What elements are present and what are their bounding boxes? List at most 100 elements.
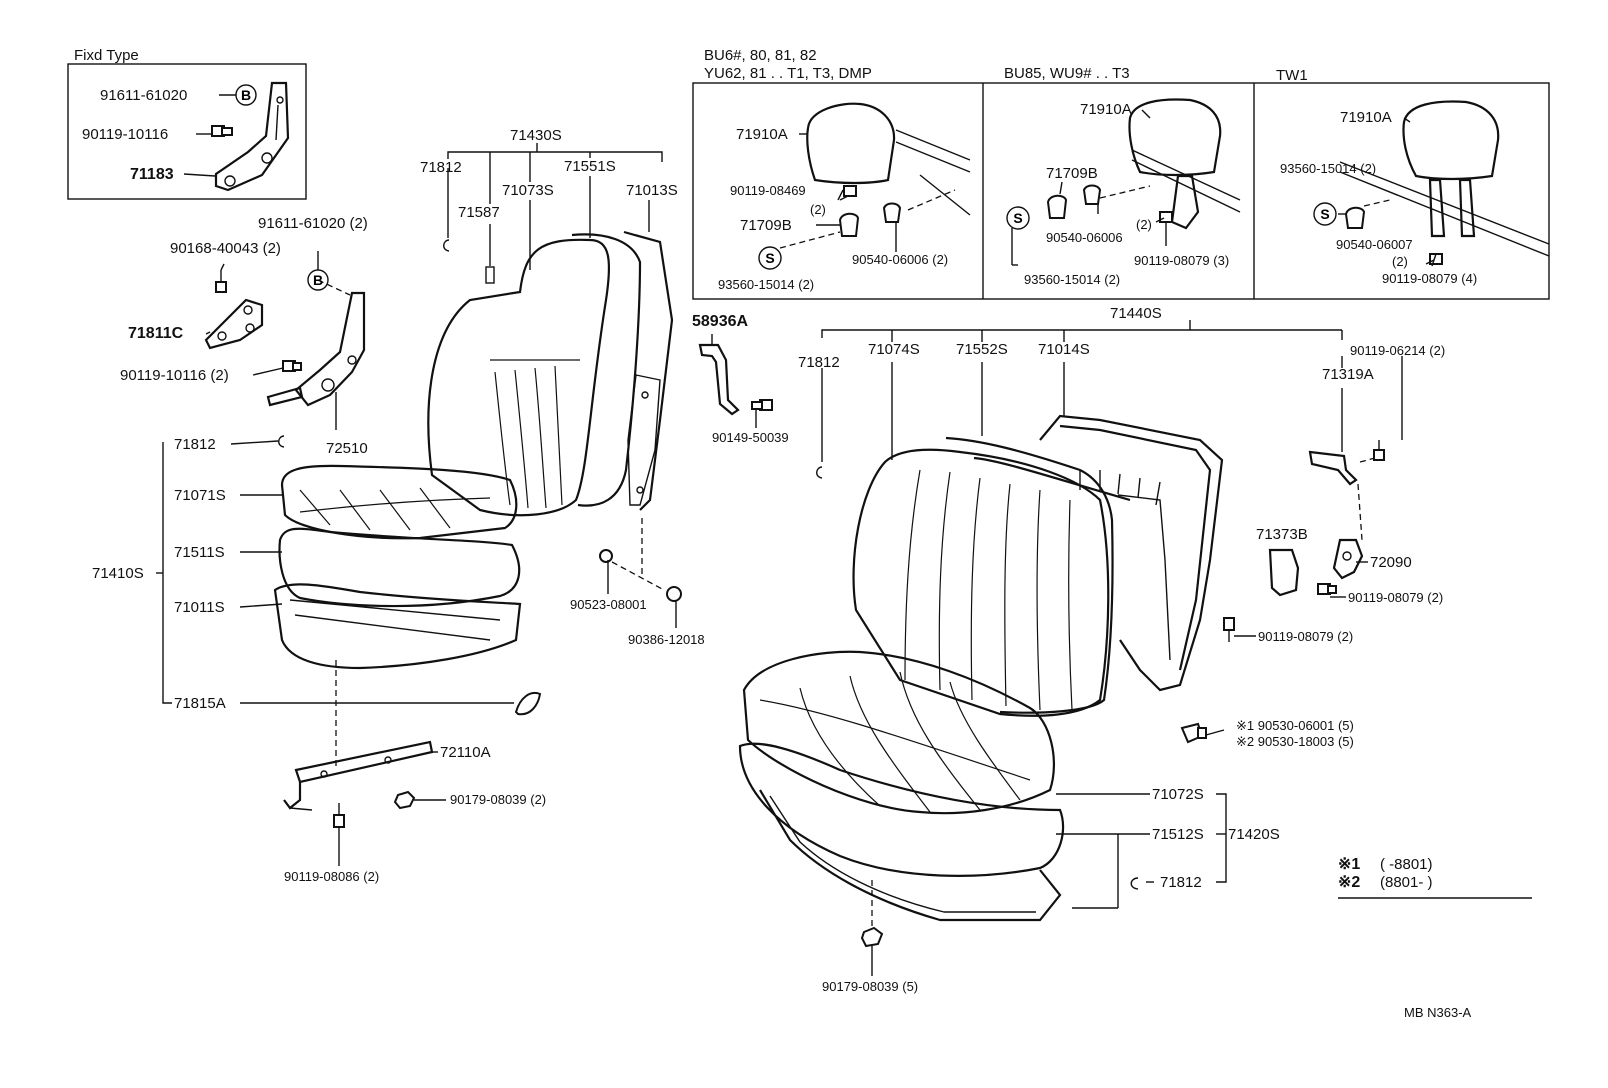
bench-seat-cushion: [738, 650, 1065, 922]
part-label: 71373B: [1256, 526, 1308, 543]
headrest-v2: [1128, 98, 1241, 230]
front-seat-cushion: [273, 464, 522, 670]
part-label: ※1 90530-06001 (5): [1236, 718, 1354, 733]
part-label: (2): [1136, 217, 1152, 232]
drawing-code: MB N363-A: [1404, 1005, 1472, 1020]
part-label: 71552S: [956, 341, 1008, 358]
part-label: 90119-08079 (3): [1134, 253, 1230, 268]
leader-lines: [156, 94, 1532, 976]
part-label: 93560-15014 (2): [1024, 272, 1121, 287]
bolt-icon: [1155, 211, 1173, 223]
hinge-plate-71811c: [204, 298, 264, 350]
part-label: 71430S: [510, 127, 562, 144]
part-label: 72090: [1370, 554, 1412, 571]
fixed-type-bracket: [214, 81, 290, 192]
part-label: 90119-10116: [82, 126, 169, 143]
part-label: 71512S: [1152, 826, 1204, 843]
bolt-icon: [839, 185, 857, 201]
symbol-s-icon: S: [1006, 206, 1030, 230]
headrest-v1: [806, 102, 971, 216]
legend-range: ( -8801): [1380, 856, 1433, 873]
bushing-icon: [1344, 206, 1366, 229]
part-label: 71319A: [1322, 366, 1374, 383]
part-label: 91611-61020 (2): [258, 215, 368, 232]
part-label: 90119-10116 (2): [120, 367, 229, 384]
recliner-72510: [266, 279, 366, 407]
latch-71373b: [1268, 548, 1300, 597]
part-label: 72510: [326, 440, 368, 457]
clip-90530-icon: [1180, 722, 1207, 744]
symbol-s-letter: S: [765, 250, 774, 266]
symbol-s-letter: S: [1013, 210, 1022, 226]
part-label: 71410S: [92, 565, 144, 582]
part-label: 71071S: [174, 487, 226, 504]
part-label: ※2 90530-18003 (5): [1236, 734, 1354, 749]
bolt-icon: [282, 360, 302, 372]
bench-seat-back: [852, 414, 1224, 717]
bolt-icon: [751, 399, 773, 411]
part-label: 71511S: [174, 544, 225, 561]
symbol-s-letter: S: [1320, 206, 1329, 222]
grommet-icon: [666, 586, 682, 602]
fixed-type-inset-box: [67, 63, 307, 200]
part-label: 71709B: [1046, 165, 1098, 182]
part-label: (2): [1392, 254, 1408, 269]
part-label: (2): [810, 202, 826, 217]
bolt-icon: [1373, 440, 1385, 461]
part-label: 90119-08079 (4): [1382, 271, 1478, 286]
part-label: 71812: [174, 436, 216, 453]
part-label: 71910A: [736, 126, 788, 143]
part-label: 71014S: [1038, 341, 1090, 358]
symbol-b-letter: B: [313, 272, 323, 288]
part-label: 90119-08086 (2): [284, 869, 380, 884]
part-label: 71709B: [740, 217, 792, 234]
part-label: 71910A: [1080, 101, 1132, 118]
part-label: 71910A: [1340, 109, 1392, 126]
part-label: 71811C: [128, 325, 184, 342]
part-label: 71440S: [1110, 305, 1162, 322]
symbol-b-icon: B: [307, 269, 329, 291]
knob-71815a: [514, 692, 542, 716]
part-label: 90119-08079 (2): [1258, 629, 1354, 644]
part-label: 71183: [130, 166, 174, 183]
headrest-v3: [1339, 100, 1550, 257]
bracket-71319a: [1308, 450, 1358, 486]
part-label: 93560-15014 (2): [718, 277, 815, 292]
part-label: 90149-50039: [712, 430, 789, 445]
bolt-icon: [333, 803, 345, 828]
fixed-type-caption: Fixd Type: [74, 47, 139, 64]
part-label: 71815A: [174, 695, 226, 712]
part-label: 71551S: [564, 158, 616, 175]
part-label: 90119-08079 (2): [1348, 590, 1444, 605]
part-label: 90540-06006 (2): [852, 252, 949, 267]
part-label: 90179-08039 (2): [450, 792, 547, 807]
bolt-icon: [211, 125, 233, 137]
variant-2-caption: BU85, WU9# . . T3: [1004, 65, 1130, 82]
seat-clip-71812: [278, 435, 285, 448]
variant-1-caption: BU6#, 80, 81, 82: [704, 47, 817, 64]
part-label: 90168-40043 (2): [170, 240, 281, 257]
latch-72090: [1332, 538, 1364, 580]
part-label: 90540-06006: [1046, 230, 1123, 245]
bolt-icon: [215, 270, 227, 293]
nut-icon: [393, 790, 416, 810]
part-label: 71812: [1160, 874, 1202, 891]
part-label: 71011S: [174, 599, 225, 616]
symbol-b-icon: B: [235, 84, 257, 106]
part-label: 71812: [798, 354, 840, 371]
variant-3-caption: TW1: [1276, 67, 1308, 84]
part-label: 90119-08469: [730, 183, 806, 198]
part-label: 71073S: [502, 182, 554, 199]
front-seat-back: [427, 230, 674, 517]
part-label: 90179-08039 (5): [822, 979, 919, 994]
part-label: 58936A: [692, 313, 749, 330]
bolt-icon: [1223, 583, 1337, 642]
part-label: 72110A: [440, 744, 491, 761]
part-label: 71420S: [1228, 826, 1280, 843]
symbol-s-icon: S: [758, 246, 782, 270]
part-label: 90523-08001: [570, 597, 647, 612]
part-label: 90540-06007: [1336, 237, 1413, 252]
belt-guide-58936a: [698, 343, 740, 416]
part-label: 90119-06214 (2): [1350, 343, 1446, 358]
